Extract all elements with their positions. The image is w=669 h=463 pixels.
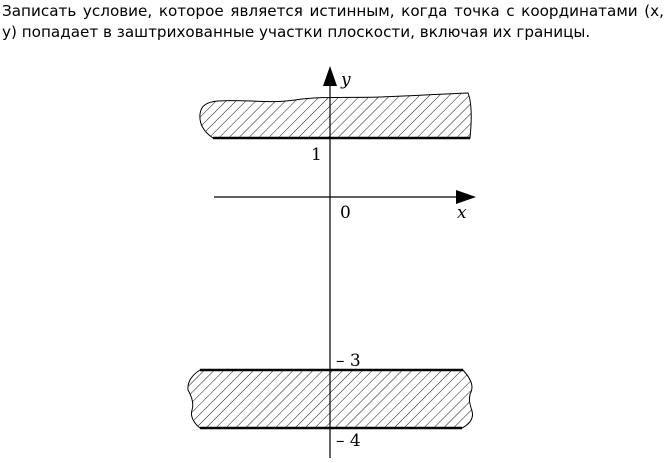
task-text: Записать условие, которое является истин… (2, 2, 664, 41)
tick-label-minus-three: – 3 (336, 351, 361, 371)
tick-label-one: 1 (311, 145, 322, 165)
x-axis-arrow (456, 190, 476, 204)
x-axis-label: x (457, 203, 467, 223)
origin-label: 0 (340, 203, 351, 223)
upper-shaded-region (199, 92, 472, 139)
y-axis-label: y (340, 70, 351, 90)
tick-label-minus-four: – 4 (336, 431, 361, 451)
y-axis-arrow (323, 66, 337, 86)
